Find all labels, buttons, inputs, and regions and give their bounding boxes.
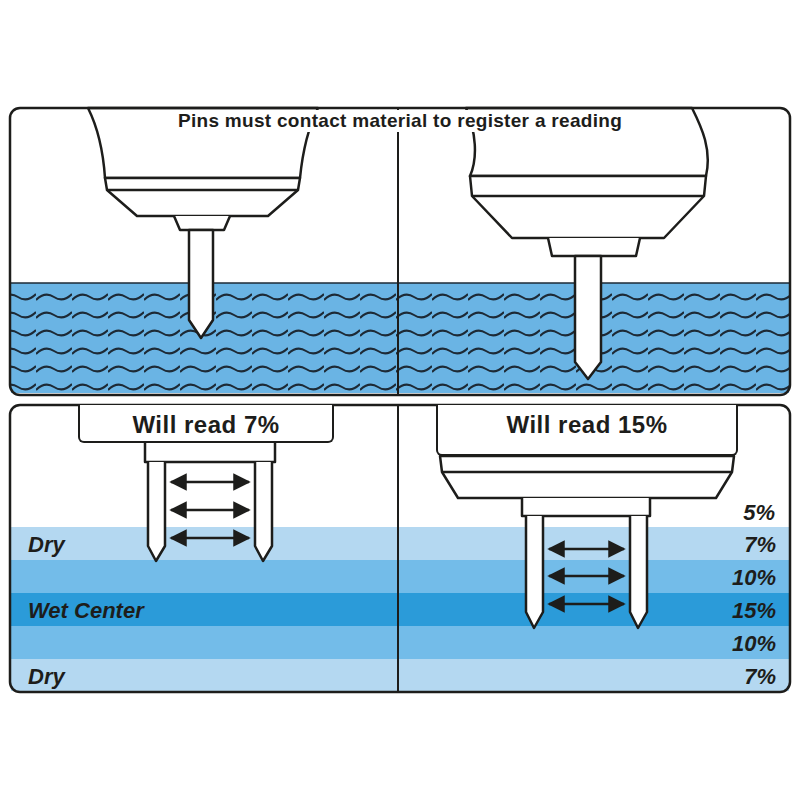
panel-divider bbox=[397, 108, 399, 395]
reading-text: Will read 7% bbox=[132, 411, 279, 439]
current-arrow bbox=[549, 603, 624, 606]
flange-edge bbox=[472, 195, 704, 198]
meter-pin bbox=[255, 462, 272, 561]
meter-right-close bbox=[440, 456, 734, 628]
current-arrows bbox=[549, 549, 624, 604]
moisture-band: Dry bbox=[10, 659, 398, 695]
meter-neck bbox=[145, 440, 275, 462]
band-label: 15% bbox=[732, 598, 776, 624]
meter-flange bbox=[105, 178, 300, 216]
moisture-band: Dry bbox=[10, 527, 398, 563]
mid-band bbox=[11, 560, 789, 593]
band-label: 7% bbox=[744, 664, 776, 690]
meter-flange bbox=[470, 176, 706, 238]
panel-divider bbox=[397, 405, 399, 692]
band-label: 10% bbox=[732, 631, 776, 657]
dry-band bbox=[11, 527, 789, 560]
meter-pin bbox=[630, 516, 647, 628]
moisture-band: 10% bbox=[398, 626, 790, 662]
wet-band bbox=[11, 593, 789, 626]
band-label: 10% bbox=[732, 565, 776, 591]
mid-band bbox=[11, 626, 789, 659]
current-arrow bbox=[549, 575, 624, 578]
meter-pin bbox=[148, 462, 165, 561]
title-box: Pins must contact material to register a… bbox=[0, 110, 800, 132]
percent-label: 5% bbox=[743, 500, 775, 526]
panel-frame bbox=[10, 108, 790, 395]
meter-right bbox=[466, 108, 708, 379]
moisture-band: 7% bbox=[398, 659, 790, 695]
band-label: Dry bbox=[28, 532, 65, 558]
band-label: Wet Center bbox=[28, 598, 144, 624]
meter-head: Will read 15% bbox=[436, 405, 738, 456]
panel-frame bbox=[10, 405, 790, 692]
meter-neck bbox=[522, 498, 650, 516]
meter-left-close bbox=[145, 440, 275, 561]
moisture-band: Wet Center bbox=[10, 593, 398, 629]
diagram-title: Pins must contact material to register a… bbox=[174, 110, 626, 132]
meter-neck bbox=[174, 216, 230, 230]
moisture-band: 7% bbox=[398, 527, 790, 563]
current-arrow bbox=[549, 548, 624, 551]
flange-edge bbox=[107, 189, 298, 192]
reading-text: Will read 15% bbox=[506, 411, 667, 439]
current-arrows bbox=[171, 482, 249, 538]
material-surface bbox=[11, 282, 789, 284]
meter-flange bbox=[440, 456, 734, 498]
meter-pin bbox=[189, 230, 213, 338]
label-box: 5% bbox=[600, 498, 775, 527]
current-arrow bbox=[171, 537, 249, 540]
meter-neck bbox=[548, 238, 640, 256]
band-label: Dry bbox=[28, 664, 65, 690]
meter-left bbox=[88, 108, 318, 338]
moisture-band: 10% bbox=[398, 560, 790, 596]
dry-band bbox=[11, 659, 789, 691]
flange-edge bbox=[442, 471, 732, 474]
band-label: 7% bbox=[744, 532, 776, 558]
meter-pin bbox=[575, 256, 601, 379]
current-arrow bbox=[171, 509, 249, 512]
current-arrow bbox=[171, 481, 249, 484]
meter-head: Will read 7% bbox=[78, 405, 334, 443]
moisture-band: 15% bbox=[398, 593, 790, 629]
meter-pin bbox=[526, 516, 543, 628]
